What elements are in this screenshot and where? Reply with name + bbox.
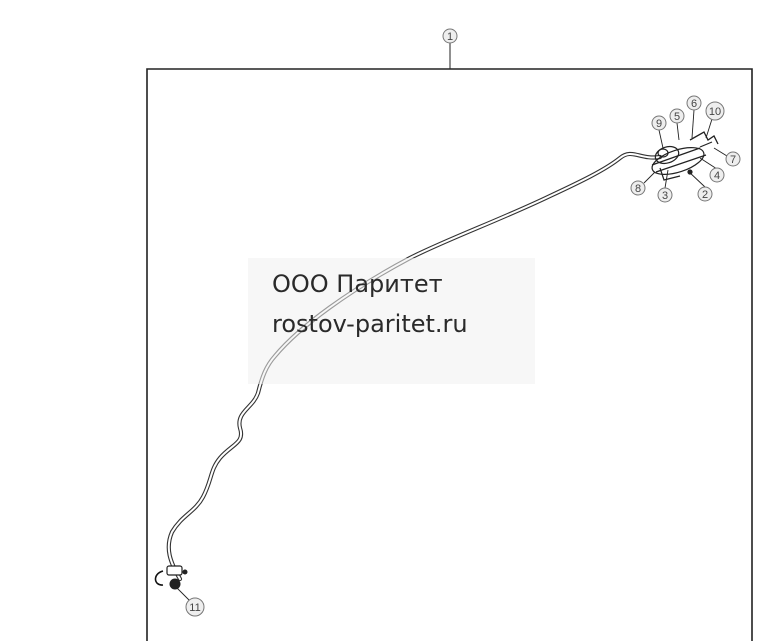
callout-9: 9 xyxy=(651,115,667,131)
callout-10: 10 xyxy=(705,101,725,121)
watermark-panel xyxy=(248,258,535,384)
valve-assembly xyxy=(651,131,719,181)
callout-7: 7 xyxy=(725,151,741,167)
svg-text:7: 7 xyxy=(730,154,736,166)
callout-4: 4 xyxy=(709,167,725,183)
callout-leaders xyxy=(176,109,728,602)
svg-text:10: 10 xyxy=(709,106,721,118)
callout-8: 8 xyxy=(630,180,646,196)
svg-text:5: 5 xyxy=(674,111,680,123)
callout-2: 2 xyxy=(697,186,713,202)
callout-1: 1 xyxy=(442,28,458,44)
callout-11: 11 xyxy=(185,597,205,617)
svg-text:9: 9 xyxy=(656,118,662,130)
svg-text:11: 11 xyxy=(189,602,200,614)
watermark-company: ООО Паритет xyxy=(272,270,443,298)
hose-fitting xyxy=(154,565,188,590)
callout-3: 3 xyxy=(657,187,673,203)
svg-text:1: 1 xyxy=(447,31,453,43)
callout-5: 5 xyxy=(669,108,685,124)
svg-text:6: 6 xyxy=(691,98,697,110)
svg-text:8: 8 xyxy=(635,183,641,195)
callout-6: 6 xyxy=(686,95,702,111)
svg-text:2: 2 xyxy=(702,189,708,201)
svg-text:3: 3 xyxy=(662,190,668,202)
watermark-site: rostov-paritet.ru xyxy=(272,310,468,338)
svg-text:4: 4 xyxy=(714,170,720,182)
